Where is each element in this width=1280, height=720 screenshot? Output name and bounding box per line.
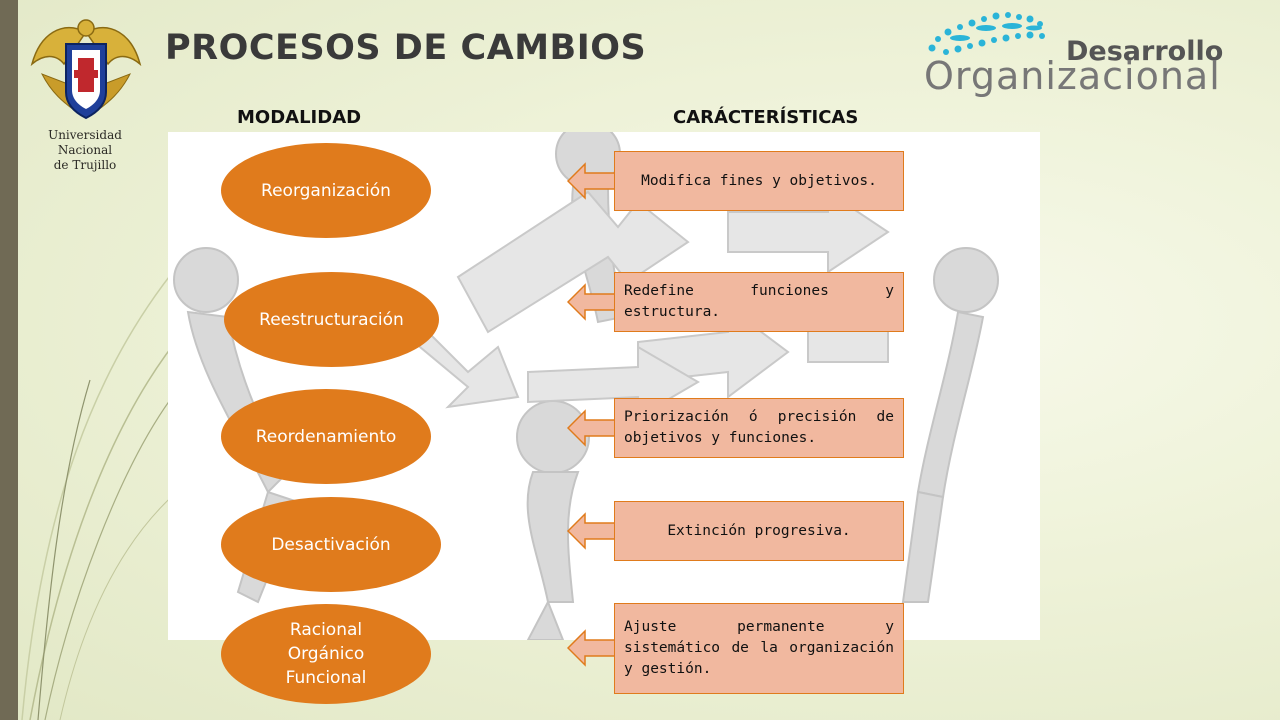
- arrow-left-icon: [567, 409, 617, 447]
- people-circle-icon: [928, 12, 1045, 55]
- logo-word-organizacional: Organizacional: [924, 54, 1221, 98]
- university-seal: [22, 14, 150, 164]
- modalidad-reestructuracion: Reestructuración: [224, 272, 439, 367]
- caracteristica-box-1: Modifica fines y objetivos.: [614, 151, 904, 211]
- modalidad-label-line: Racional: [289, 620, 363, 640]
- modalidad-reorganizacion: Reorganización: [221, 143, 431, 238]
- caracteristica-box-3: Priorización ó precisión de objetivos y …: [614, 398, 904, 458]
- caracteristica-box-4: Extinción progresiva.: [614, 501, 904, 561]
- modalidad-label: Desactivación: [271, 534, 391, 555]
- modalidad-reordenamiento: Reordenamiento: [221, 389, 431, 484]
- caracteristica-text: Ajuste permanente y sistemático de la or…: [624, 619, 894, 677]
- caracteristica-box-2: Redefine funciones y estructura.: [614, 272, 904, 332]
- caracteristica-text: Modifica fines y objetivos.: [641, 172, 877, 189]
- modalidad-label: Reorganización: [261, 180, 391, 201]
- caracteristica-box-5: Ajuste permanente y sistemático de la or…: [614, 603, 904, 694]
- caracteristica-text: Priorización ó precisión de objetivos y …: [624, 409, 894, 446]
- arrow-left-icon: [567, 162, 617, 200]
- left-accent-bar: [0, 0, 18, 720]
- logo-word-desarrollo: Desarrollo: [1066, 36, 1224, 67]
- modalidad-label: Reestructuración: [259, 309, 404, 330]
- modalidad-label: Reordenamiento: [255, 426, 397, 447]
- university-name-line1: Universidad Nacional: [48, 128, 122, 157]
- arrow-left-icon: [567, 512, 617, 550]
- desarrollo-organizacional-logo: Desarrollo Organizacional: [920, 10, 1270, 100]
- arrow-left-icon: [567, 629, 617, 667]
- university-name-line2: de Trujillo: [53, 158, 117, 172]
- header-caracteristicas: CARÁCTERÍSTICAS: [673, 107, 859, 128]
- header-modalidad: MODALIDAD: [237, 107, 362, 128]
- modalidad-racional-organico-funcional: Racional Orgánico Funcional: [221, 604, 431, 704]
- modalidad-label-line: Orgánico: [287, 644, 365, 664]
- caracteristica-text: Extinción progresiva.: [667, 522, 851, 539]
- caracteristica-text: Redefine funciones y estructura.: [624, 283, 894, 320]
- decorative-grass-lines: [21, 239, 206, 720]
- eagle-crest-icon: [30, 19, 142, 120]
- university-name: Universidad Nacional de Trujillo: [20, 128, 150, 173]
- modalidad-label-line: Funcional: [285, 668, 367, 688]
- modalidad-desactivacion: Desactivación: [221, 497, 441, 592]
- arrow-left-icon: [567, 283, 617, 321]
- page-title: PROCESOS DE CAMBIOS: [165, 28, 647, 68]
